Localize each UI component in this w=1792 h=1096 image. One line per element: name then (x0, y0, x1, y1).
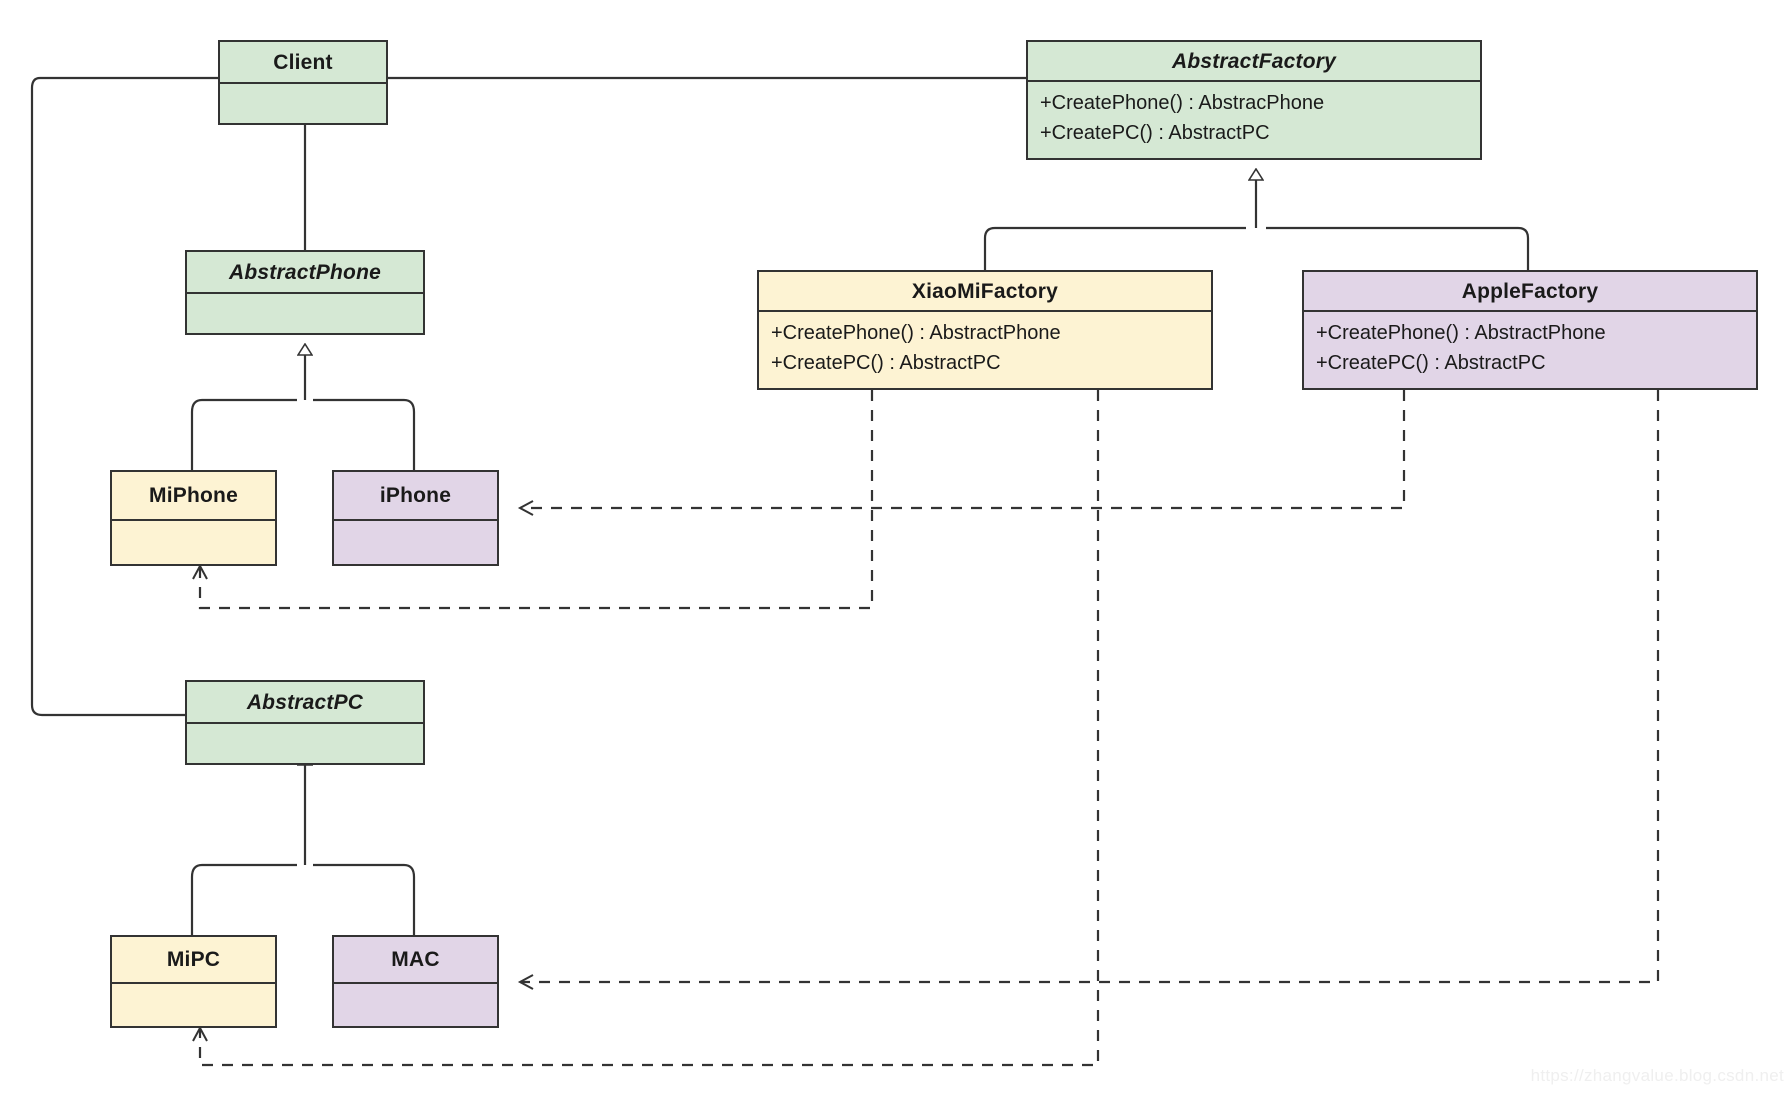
class-mipc-title: MiPC (166, 948, 221, 971)
class-miphone[interactable]: MiPhone (110, 470, 277, 566)
class-mac[interactable]: MAC (332, 935, 499, 1028)
class-abstractphone[interactable]: AbstractPhone (185, 250, 425, 335)
class-abstractfactory-members: +CreatePhone() : AbstracPhone +CreatePC(… (1028, 80, 1480, 154)
class-abstractpc[interactable]: AbstractPC (185, 680, 425, 765)
member-createpc: +CreatePC() : AbstractPC (771, 352, 1001, 374)
class-client-members (220, 82, 386, 125)
class-abstractphone-title: AbstractPhone (229, 260, 381, 284)
class-applefactory[interactable]: AppleFactory +CreatePhone() : AbstractPh… (1302, 270, 1758, 390)
watermark-text: https://zhangvalue.blog.csdn.net (1530, 1066, 1784, 1085)
member-createphone: +CreatePhone() : AbstractPhone (771, 322, 1061, 344)
class-mipc[interactable]: MiPC (110, 935, 277, 1028)
class-applefactory-title: AppleFactory (1461, 279, 1599, 303)
class-miphone-title: MiPhone (149, 484, 238, 507)
class-miphone-members (112, 519, 275, 564)
class-iphone[interactable]: iPhone (332, 470, 499, 566)
class-mac-members (334, 982, 497, 1026)
edge-client-abstractpc (30, 76, 218, 717)
class-abstractphone-members (187, 292, 423, 335)
member-createphone: +CreatePhone() : AbstracPhone (1040, 92, 1325, 114)
class-xiaomifactory-members: +CreatePhone() : AbstractPhone +CreatePC… (759, 310, 1211, 384)
edge-iphone-to-trunk (313, 398, 416, 470)
class-mac-title: MAC (391, 948, 440, 971)
class-abstractpc-title: AbstractPC (246, 690, 364, 714)
edge-miphone-to-trunk (190, 398, 297, 470)
edge-dep-xiaomifactory-mipc (192, 390, 1100, 1067)
class-abstractpc-members (187, 722, 423, 765)
class-iphone-title: iPhone (379, 484, 452, 507)
edge-xiaomifactory-to-trunk (983, 226, 1246, 275)
class-xiaomifactory-title: XiaoMiFactory (911, 279, 1059, 303)
class-client-title: Client (273, 50, 333, 74)
class-xiaomifactory[interactable]: XiaoMiFactory +CreatePhone() : AbstractP… (757, 270, 1213, 390)
edge-dep-xiaomifactory-miphone (192, 390, 874, 610)
edge-dep-applefactory-mac (517, 390, 1660, 990)
edge-dep-applefactory-iphone (517, 390, 1406, 516)
member-createphone: +CreatePhone() : AbstractPhone (1316, 322, 1606, 344)
edge-mipc-to-trunk (190, 863, 297, 935)
class-client[interactable]: Client (218, 40, 388, 125)
member-createpc: +CreatePC() : AbstractPC (1316, 352, 1546, 374)
member-createpc: +CreatePC() : AbstractPC (1040, 122, 1270, 144)
edge-mac-to-trunk (313, 863, 416, 935)
class-mipc-members (112, 982, 275, 1026)
class-iphone-members (334, 519, 497, 564)
edge-applefactory-to-trunk (1266, 226, 1530, 275)
class-abstractfactory-title: AbstractFactory (1171, 49, 1337, 73)
class-applefactory-members: +CreatePhone() : AbstractPhone +CreatePC… (1304, 310, 1756, 384)
class-abstractfactory[interactable]: AbstractFactory +CreatePhone() : Abstrac… (1026, 40, 1482, 160)
